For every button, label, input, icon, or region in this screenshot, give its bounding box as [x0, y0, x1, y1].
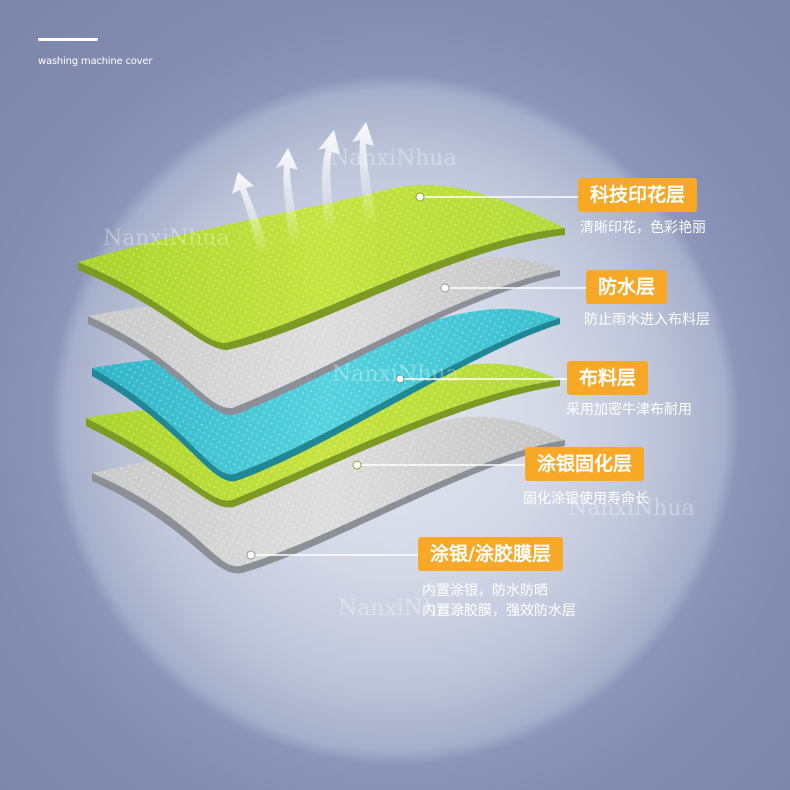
layer-tag-coating-film: 涂银/涂胶膜层	[418, 537, 563, 571]
desc-line: 固化涂银使用寿命长	[523, 491, 649, 507]
layer-desc-coating-film: 内置涂银，防水防晒 内置涂胶膜，强效防水层	[422, 581, 576, 621]
watermark: NanxiNhua	[103, 226, 230, 251]
layer-fabric-sheet	[92, 308, 560, 482]
desc-line: 内置涂银，防水防晒	[422, 583, 548, 599]
desc-line: 清晰印花，色彩艳丽	[580, 220, 706, 236]
layer-tag-waterproof: 防水层	[586, 270, 668, 304]
brand-bar	[38, 38, 98, 41]
watermark: NanxiNhua	[332, 362, 459, 387]
layer-printed-sheet	[78, 185, 565, 350]
layer-waterproof-sheet	[88, 257, 560, 416]
watermark: NanxiNhua	[568, 496, 695, 521]
leader-lines	[246, 192, 586, 560]
desc-line: 内置涂胶膜，强效防水层	[422, 603, 576, 619]
layer-desc-waterproof: 防止雨水进入布料层	[584, 310, 710, 330]
watermark: NanxiNhua	[338, 596, 465, 621]
desc-line: 防止雨水进入布料层	[584, 312, 710, 328]
layer-coating-film-sheet	[92, 416, 565, 574]
desc-line: 采用加密牛津布耐用	[566, 402, 692, 418]
layer-tag-fabric: 布料层	[567, 361, 649, 395]
layer-desc-silver-curing: 固化涂银使用寿命长	[523, 489, 649, 509]
product-caption: washing machine cover	[38, 56, 153, 67]
layer-desc-fabric: 采用加密牛津布耐用	[566, 400, 692, 420]
vapor-arrows	[232, 122, 376, 255]
watermark: NanxiNhua	[330, 146, 457, 171]
layer-tag-printing: 科技印花层	[578, 178, 698, 212]
layer-tag-silver-curing: 涂银固化层	[525, 447, 645, 481]
layer-desc-printing: 清晰印花，色彩艳丽	[580, 218, 706, 238]
